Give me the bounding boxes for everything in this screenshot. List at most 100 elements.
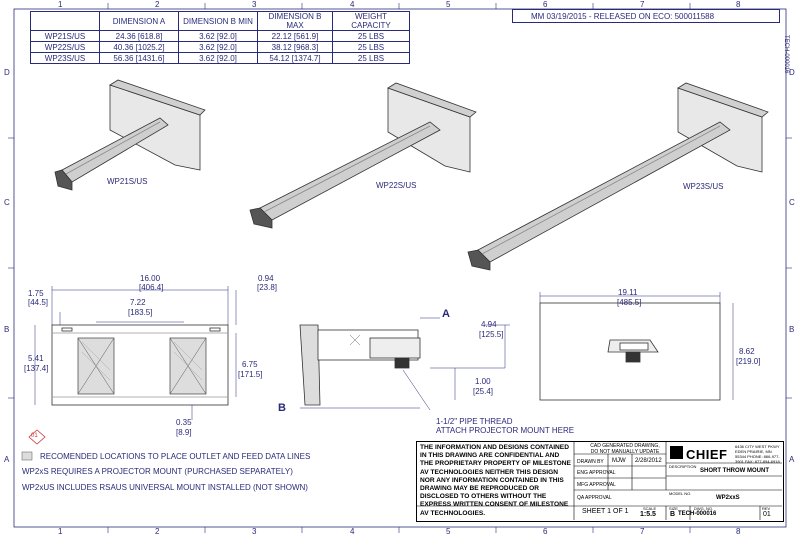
zone-row-b: B xyxy=(4,325,10,334)
table-cell: 22.12 [561.9] xyxy=(257,30,333,42)
side-drawing-number: TECH-000016 xyxy=(783,35,789,74)
zone-col-2-bottom: 2 xyxy=(155,527,160,536)
table-cell: 3.62 [92.0] xyxy=(178,30,258,42)
table-cell: 3.62 [92.0] xyxy=(178,41,258,53)
callout-shape xyxy=(28,429,46,445)
rev-value: 01 xyxy=(763,511,771,518)
dim-inner-mm: [183.5] xyxy=(128,308,153,317)
table-cell: WP22S/US xyxy=(30,41,100,53)
model-label-wp22: WP22S/US xyxy=(376,181,417,190)
zone-row-b-right: B xyxy=(789,325,795,334)
zone-col-2: 2 xyxy=(155,0,160,9)
section-label-a: A xyxy=(442,308,450,320)
table-header: WEIGHT CAPACITY xyxy=(332,11,410,31)
zone-col-5-bottom: 5 xyxy=(446,527,451,536)
sheet-number: SHEET 1 OF 1 xyxy=(582,508,629,515)
drawn-by-label: DRAWN BY xyxy=(577,459,604,465)
zone-col-1: 1 xyxy=(58,0,63,9)
side-view-dim-lines xyxy=(300,317,510,411)
wallplate-rear-view xyxy=(539,302,721,401)
table-cell: WP23S/US xyxy=(30,52,100,64)
callout-number: 01 xyxy=(31,433,38,439)
table-cell: 38.12 [968.3] xyxy=(257,41,333,53)
table-header: DIMENSION A xyxy=(99,11,179,31)
dim-right-mm: [23.8] xyxy=(257,283,278,292)
size-label: SIZE xyxy=(669,506,678,511)
wallplate-front-view xyxy=(51,324,229,406)
size-value: B xyxy=(670,511,676,518)
wp23-iso-view xyxy=(467,82,769,271)
note-projector-mount: WP2xS REQUIRES A PROJECTOR MOUNT (PURCHA… xyxy=(22,467,293,476)
zone-row-a: A xyxy=(4,455,10,464)
rear-view-dim-lines xyxy=(539,292,734,400)
confidential-notice: THE INFORMATION AND DESIGNS CONTAINED IN… xyxy=(420,444,571,517)
chief-logo-mark xyxy=(670,446,683,459)
thread-note-line2: ATTACH PROJECTOR MOUNT HERE xyxy=(436,426,575,435)
zone-row-a-right: A xyxy=(789,455,795,464)
dim-depth-mm: [125.5] xyxy=(479,330,504,339)
zone-row-c: C xyxy=(4,198,10,207)
table-cell: 25 LBS xyxy=(332,41,410,53)
title-block xyxy=(416,441,784,522)
revision-box: MM 03/19/2015 - RELEASED ON ECO: 5000115… xyxy=(512,9,780,23)
dim-width-in: 16.00 xyxy=(140,274,161,283)
wp22-iso-view xyxy=(249,82,477,229)
table-header xyxy=(30,11,100,31)
zone-col-7: 7 xyxy=(640,0,645,9)
dim-gap-in: 1.00 xyxy=(475,377,491,386)
zone-row-c-right: C xyxy=(789,198,795,207)
table-cell: 40.36 [1025.2] xyxy=(99,41,179,53)
zone-col-6: 6 xyxy=(543,0,548,9)
dim-height-mm: [137.4] xyxy=(24,364,49,373)
side-view xyxy=(299,324,421,406)
dwg-label: DWG. NO. xyxy=(694,506,714,511)
dim-rear-height-in: 8.62 xyxy=(739,347,755,356)
model-label-wp21: WP21S/US xyxy=(107,177,148,186)
table-cell: 24.36 [618.8] xyxy=(99,30,179,42)
company-name: CHIEF xyxy=(686,447,728,462)
front-view-dim-lines xyxy=(34,286,237,420)
eng-approval-label: ENG APPROVAL xyxy=(577,470,616,476)
drawn-date: 2/28/2012 xyxy=(635,458,662,464)
zone-col-3: 3 xyxy=(252,0,257,9)
revision-text: MM 03/19/2015 - RELEASED ON ECO: 5000115… xyxy=(531,12,715,21)
zone-col-3-bottom: 3 xyxy=(252,527,257,536)
zone-row-d: D xyxy=(4,68,10,77)
dim-bottom-mm: [8.9] xyxy=(176,428,192,437)
zone-col-7-bottom: 7 xyxy=(640,527,645,536)
dimension-table: DIMENSION A DIMENSION B MIN DIMENSION B … xyxy=(30,11,410,64)
table-header: DIMENSION B MAX xyxy=(257,11,333,31)
table-cell: 25 LBS xyxy=(332,52,410,64)
cad-note: CAD GENERATED DRAWING, DO NOT MANUALLY U… xyxy=(590,443,660,455)
legend-hatch-swatch xyxy=(21,451,33,461)
dim-holes-in: 6.75 xyxy=(242,360,258,369)
note-recommend: RECOMENDED LOCATIONS TO PLACE OUTLET AND… xyxy=(40,452,311,461)
rev-label: REV xyxy=(762,506,771,511)
mfg-approval-label: MFG APPROVAL xyxy=(577,482,616,488)
title-block-lines xyxy=(416,441,782,520)
table-header-row: DIMENSION A DIMENSION B MIN DIMENSION B … xyxy=(30,11,410,31)
company-address: 6436 CITY WEST PKWY EDEN PRAIRIE, MN 553… xyxy=(735,444,780,464)
table-row: WP23S/US 56.36 [1431.6] 3.62 [92.0] 54.1… xyxy=(30,52,410,64)
zone-col-4-bottom: 4 xyxy=(350,527,355,536)
dim-rear-height-mm: [219.0] xyxy=(736,357,761,366)
dim-depth-in: 4.94 xyxy=(481,320,497,329)
section-label-b: B xyxy=(278,402,286,414)
table-cell: WP21S/US xyxy=(30,30,100,42)
table-cell: 56.36 [1431.6] xyxy=(99,52,179,64)
zone-col-8: 8 xyxy=(736,0,741,9)
dim-bottom-in: 0.35 xyxy=(176,418,192,427)
dim-height-in: 5.41 xyxy=(28,354,44,363)
dim-holes-mm: [171.5] xyxy=(238,370,263,379)
table-cell: 3.62 [92.0] xyxy=(178,52,258,64)
dim-rear-width-in: 19.11 xyxy=(618,288,638,297)
model-label-wp23: WP23S/US xyxy=(683,182,724,191)
wp21-iso-view xyxy=(54,79,206,191)
scale-value: 1:5.5 xyxy=(640,511,656,518)
dim-gap-mm: [25.4] xyxy=(473,387,494,396)
table-row: WP22S/US 40.36 [1025.2] 3.62 [92.0] 38.1… xyxy=(30,41,410,53)
zone-ticks xyxy=(8,3,792,533)
scale-label: SCALE xyxy=(643,506,657,511)
